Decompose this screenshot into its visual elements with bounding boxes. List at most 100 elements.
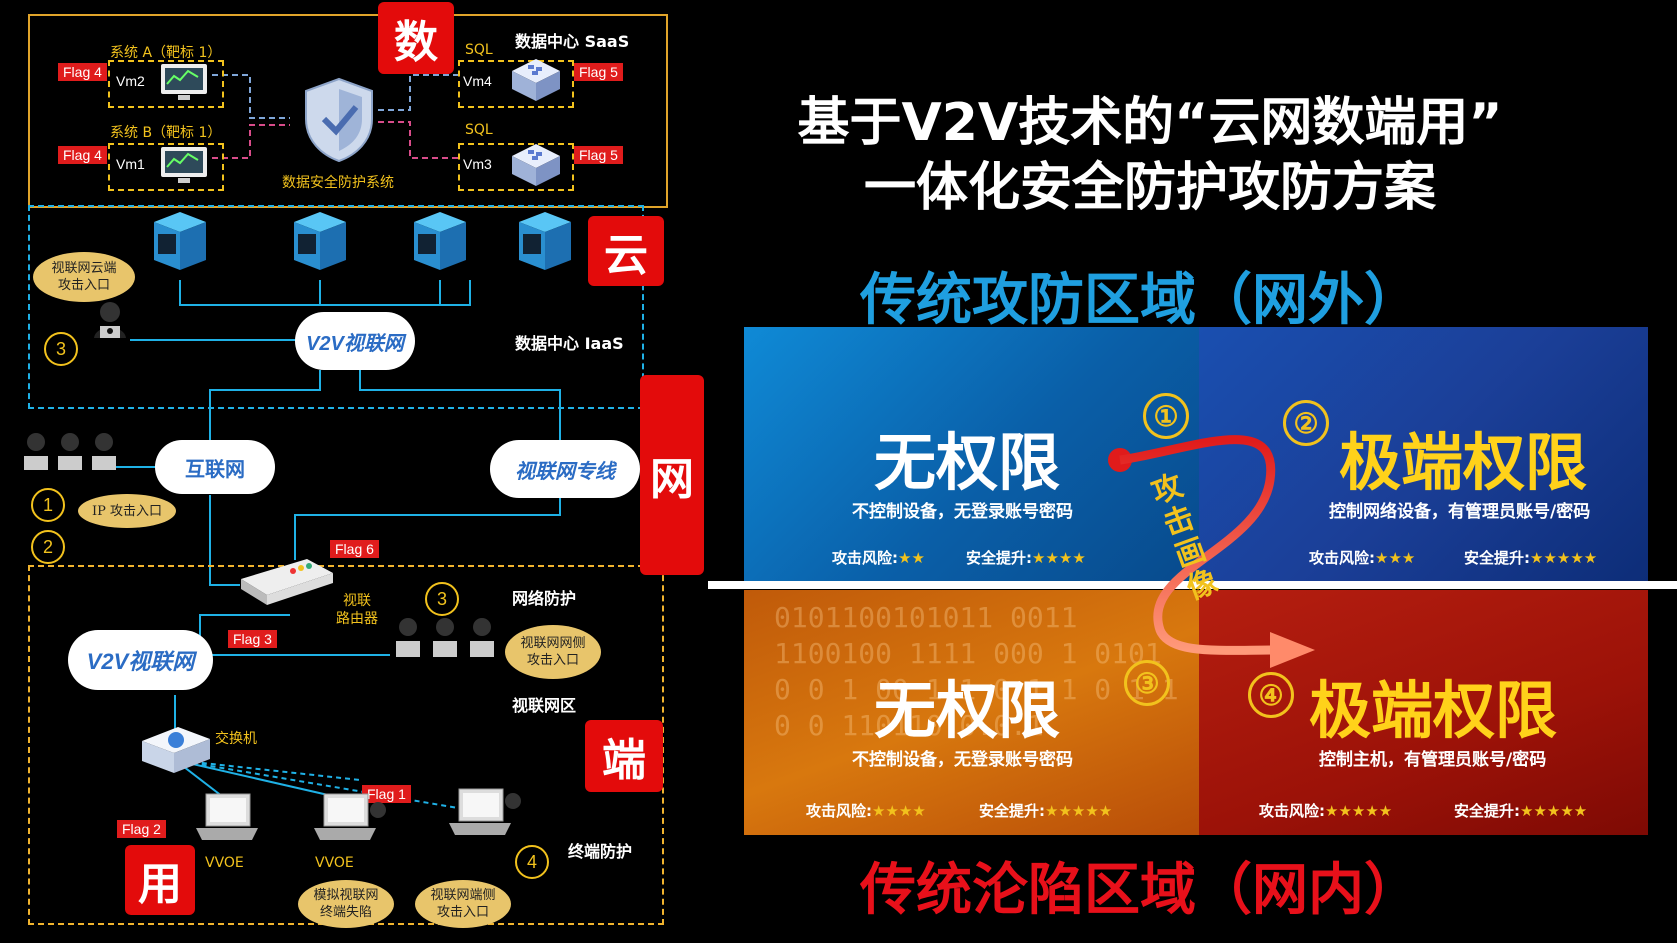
- saas-label: 数据中心 SaaS: [515, 32, 630, 51]
- shield-icon: [305, 77, 373, 163]
- risk-rating: 攻击风险:★★★: [1309, 547, 1415, 568]
- step-2-badge: ②: [1283, 400, 1329, 446]
- database-icon: [512, 59, 560, 101]
- vm4-label: Vm4: [463, 73, 492, 89]
- server-icon: [414, 212, 466, 270]
- gain-label: 安全提升:: [979, 802, 1045, 820]
- step-2-circle: 2: [31, 530, 65, 564]
- laptop-icon: [196, 793, 258, 840]
- hacker-icon: [94, 302, 126, 338]
- sql-label-2: SQL: [465, 122, 493, 138]
- private-line-cloud: 视联网专线: [490, 440, 640, 498]
- terminal-protection-label: 终端防护: [568, 842, 633, 861]
- vm1-box: [108, 143, 224, 191]
- main-title-line-1: 基于V2V技术的“云网数端用”: [797, 93, 1503, 153]
- terminal-entry-oval: 视联网端侧攻击入口: [415, 880, 511, 928]
- vm2-box: [108, 60, 224, 108]
- quadrant-subtitle: 控制网络设备，有管理员账号/密码: [1329, 502, 1591, 522]
- laptop-icon: [314, 793, 386, 840]
- v2v-zone-label: 视联网区: [512, 696, 577, 715]
- vm4-box: [458, 60, 574, 108]
- hacker-group-icon: [396, 618, 494, 657]
- risk-rating: 攻击风险:★★★★★: [1259, 800, 1392, 821]
- vm2-label: Vm2: [116, 73, 145, 89]
- gain-stars: ★★★★★: [1045, 802, 1113, 820]
- vvoe-label-2: VVOE: [315, 855, 354, 871]
- gain-rating: 安全提升:★★★★★: [979, 800, 1112, 821]
- flag-5b: Flag 5: [574, 146, 623, 164]
- quadrant-no-permission-inside: 0101100101011 0011 1100100 1111 000 1 01…: [744, 590, 1199, 835]
- router-icon: [241, 559, 333, 605]
- main-title-line-2: 一体化安全防护攻防方案: [863, 158, 1436, 218]
- monitor-icon: [161, 147, 207, 183]
- quadrant-subtitle: 不控制设备，无登录账号密码: [852, 750, 1073, 770]
- flag-2: Flag 2: [117, 820, 166, 838]
- vm3-label: Vm3: [463, 156, 492, 172]
- risk-stars: ★★: [898, 549, 925, 567]
- inside-heading: 传统沦陷区域（网内）: [860, 858, 1420, 923]
- step-3b-circle: 3: [425, 582, 459, 616]
- risk-stars: ★★★★: [872, 802, 926, 820]
- gain-rating: 安全提升:★★★★★: [1454, 800, 1587, 821]
- step-1-circle: 1: [31, 488, 65, 522]
- cloud-entry-oval: 视联网云端攻击入口: [33, 252, 135, 302]
- gain-label: 安全提升:: [1464, 549, 1530, 567]
- quadrant-extreme-permission-outside: 极端权限 控制网络设备，有管理员账号/密码 攻击风险:★★★ 安全提升:★★★★…: [1199, 327, 1648, 582]
- hacker-group-icon: [24, 433, 116, 470]
- step-3-badge: ③: [1124, 660, 1170, 706]
- vvoe-label-1: VVOE: [205, 855, 244, 871]
- flag-3: Flag 3: [228, 630, 277, 648]
- ip-entry-oval: IP 攻击入口: [78, 494, 176, 528]
- sql-label-1: SQL: [465, 42, 493, 58]
- outside-heading: 传统攻防区域（网外）: [860, 268, 1420, 333]
- gain-stars: ★★★★: [1032, 549, 1086, 567]
- flag-5a: Flag 5: [574, 63, 623, 81]
- term-entry-text-2: 攻击入口: [436, 905, 489, 920]
- gain-label: 安全提升:: [966, 549, 1032, 567]
- quadrant-title: 无权限: [874, 426, 1061, 499]
- monitor-icon: [161, 64, 207, 100]
- sim-text-2: 终端失陷: [319, 905, 372, 920]
- switch-label: 交换机: [215, 731, 257, 747]
- internet-cloud: 互联网: [155, 440, 275, 494]
- zone-divider: [708, 581, 1677, 589]
- quadrant-subtitle: 控制主机，有管理员账号/密码: [1319, 750, 1547, 770]
- term-entry-text-1: 视联网端侧: [430, 888, 496, 903]
- laptop-icon: [449, 788, 521, 835]
- tag-use: 用: [125, 845, 195, 915]
- vm1-label: Vm1: [116, 156, 145, 172]
- v2v-cloud-2: V2V视联网: [68, 630, 213, 690]
- router-label-1: 视联: [343, 593, 371, 609]
- iaas-zone: [28, 205, 644, 409]
- cloud-entry-text-2: 攻击入口: [57, 278, 110, 293]
- step-4-badge: ④: [1248, 672, 1294, 718]
- risk-label: 攻击风险:: [1309, 549, 1375, 567]
- quadrant-subtitle: 不控制设备，无登录账号密码: [852, 502, 1073, 522]
- quadrant-title: 极端权限: [1309, 674, 1558, 747]
- v2v-cloud: V2V视联网: [295, 312, 415, 370]
- net-entry-text-2: 攻击入口: [526, 653, 579, 668]
- step-3-circle: 3: [44, 332, 78, 366]
- vm3-box: [458, 143, 574, 191]
- net-entry-oval: 视联网网侧攻击入口: [505, 625, 601, 679]
- risk-rating: 攻击风险:★★: [832, 547, 925, 568]
- server-icon: [519, 212, 571, 270]
- risk-stars: ★★★★★: [1325, 802, 1393, 820]
- security-system-label: 数据安全防护系统: [282, 175, 394, 191]
- database-icon: [512, 144, 560, 186]
- flag-1: Flag 1: [362, 785, 411, 803]
- gain-rating: 安全提升:★★★★: [966, 547, 1086, 568]
- router-label-2: 路由器: [336, 611, 378, 627]
- risk-stars: ★★★: [1375, 549, 1416, 567]
- risk-label: 攻击风险:: [1259, 802, 1325, 820]
- system-b-label: 系统 B（靶标 1）: [110, 125, 222, 141]
- step-1-badge: ①: [1143, 393, 1189, 439]
- switch-icon: [142, 727, 210, 773]
- attack-path-arrow: [1108, 435, 1315, 668]
- gain-stars: ★★★★★: [1530, 549, 1598, 567]
- system-a-label: 系统 A（靶标 1）: [110, 45, 222, 61]
- gain-rating: 安全提升:★★★★★: [1464, 547, 1597, 568]
- tag-data: 数: [378, 2, 454, 74]
- risk-label: 攻击风险:: [832, 549, 898, 567]
- network-protection-label: 网络防护: [512, 589, 577, 608]
